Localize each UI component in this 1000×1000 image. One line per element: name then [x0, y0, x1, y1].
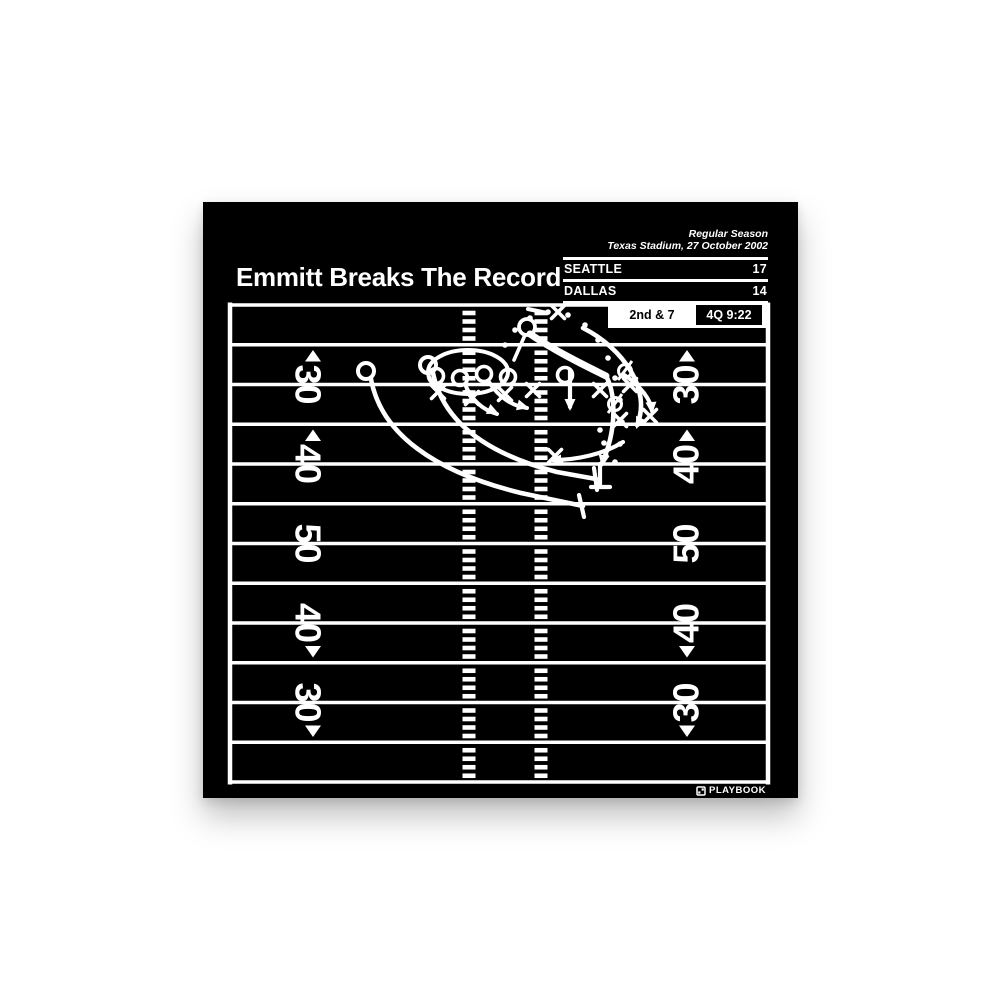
- scoreboard-table: SEATTLE 17 DALLAS 14: [563, 256, 768, 304]
- poster: 30 30 40 40 50 50 40 40 30 30 Emmitt Breaks The R…: [203, 202, 798, 798]
- svg-text:30: 30: [666, 364, 707, 404]
- svg-text:30: 30: [288, 364, 329, 404]
- scoreboard: Regular Season Texas Stadium, 27 October…: [563, 228, 768, 304]
- season-label: Regular Season: [688, 228, 768, 240]
- away-team-name: SEATTLE: [564, 262, 623, 277]
- scoreboard-row-away: SEATTLE 17: [563, 260, 768, 282]
- svg-text:40: 40: [288, 603, 329, 643]
- venue-date: Texas Stadium, 27 October 2002: [607, 240, 768, 253]
- home-team-score: 14: [752, 284, 767, 299]
- svg-text:40: 40: [666, 603, 707, 643]
- svg-text:40: 40: [288, 444, 329, 484]
- playbook-wordmark: PLAYBOOK: [709, 785, 766, 796]
- situation-badge: 2nd & 7 4Q 9:22: [608, 301, 768, 328]
- svg-text:30: 30: [666, 682, 707, 722]
- svg-text:50: 50: [666, 523, 707, 563]
- playbook-logo: PLAYBOOK: [696, 785, 766, 796]
- home-team-name: DALLAS: [564, 284, 617, 299]
- poster-title: Emmitt Breaks The Record: [236, 262, 562, 292]
- game-clock: 4Q 9:22: [696, 304, 762, 325]
- game-meta: Regular Season Texas Stadium, 27 October…: [563, 228, 768, 253]
- svg-text:40: 40: [666, 444, 707, 484]
- playbook-icon: [696, 785, 706, 796]
- svg-text:50: 50: [288, 523, 329, 563]
- away-team-score: 17: [752, 262, 767, 277]
- football-field-diagram: 30 30 40 40 50 50 40 40 30 30: [227, 302, 771, 785]
- svg-text:30: 30: [288, 682, 329, 722]
- down-distance: 2nd & 7: [629, 307, 675, 322]
